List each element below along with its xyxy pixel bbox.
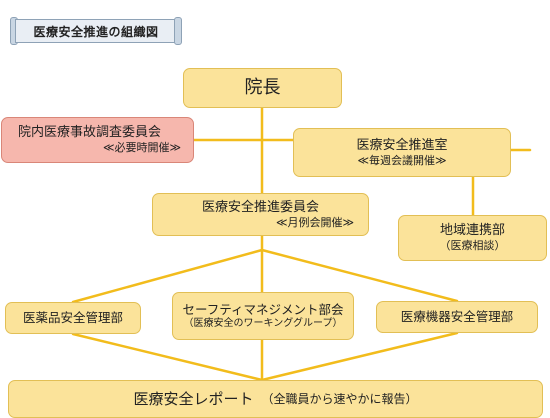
node-pharmaceutical-label: 医薬品安全管理部 — [22, 310, 123, 326]
node-equipment-label: 医療機器安全管理部 — [400, 309, 514, 325]
node-report-note: （全職員から速やかに報告） — [261, 391, 418, 406]
node-safety-committee-label: 医療安全推進委員会 — [201, 199, 319, 215]
node-investigation-committee-note: ≪必要時開催≫ — [102, 141, 181, 155]
node-safety-committee: 医療安全推進委員会 ≪月例会開催≫ — [152, 193, 369, 236]
node-report-label: 医療安全レポート — [133, 389, 254, 408]
node-investigation-committee: 院内医療事故調査委員会 ≪必要時開催≫ — [1, 117, 194, 163]
node-report: 医療安全レポート （全職員から速やかに報告） — [8, 380, 543, 418]
node-safety-office: 医療安全推進室 ≪毎週会議開催≫ — [293, 128, 511, 177]
line-committee-to-pharma — [71, 248, 264, 304]
line-committee-to-equipment — [260, 248, 459, 303]
node-equipment: 医療機器安全管理部 — [376, 301, 538, 333]
node-regional-liaison: 地域連携部 （医療相談） — [398, 215, 547, 261]
node-safety-management: セーフティマネジメント部会 （医療安全のワーキンググループ） — [172, 292, 354, 340]
node-safety-office-note: ≪毎週会議開催≫ — [357, 153, 447, 167]
node-safety-management-note: （医療安全のワーキンググループ） — [183, 317, 343, 329]
node-safety-office-label: 医療安全推進室 — [356, 137, 448, 153]
node-safety-committee-note: ≪月例会開催≫ — [275, 215, 354, 229]
node-pharmaceutical: 医薬品安全管理部 — [5, 302, 141, 334]
diagram-title: 医療安全推進の組織図 — [15, 19, 177, 43]
node-regional-liaison-label: 地域連携部 — [439, 223, 505, 238]
node-regional-liaison-note: （医療相談） — [439, 239, 506, 253]
line-pharma-to-report — [71, 332, 264, 382]
node-director: 院長 — [183, 68, 342, 108]
line-equipment-to-report — [260, 331, 459, 382]
node-investigation-committee-label: 院内医療事故調査委員会 — [18, 125, 162, 140]
title-banner: 医療安全推進の組織図 — [10, 16, 182, 45]
scroll-roll-right — [174, 17, 182, 45]
node-safety-management-label: セーフティマネジメント部会 — [182, 301, 344, 317]
node-director-label: 院長 — [244, 76, 281, 98]
